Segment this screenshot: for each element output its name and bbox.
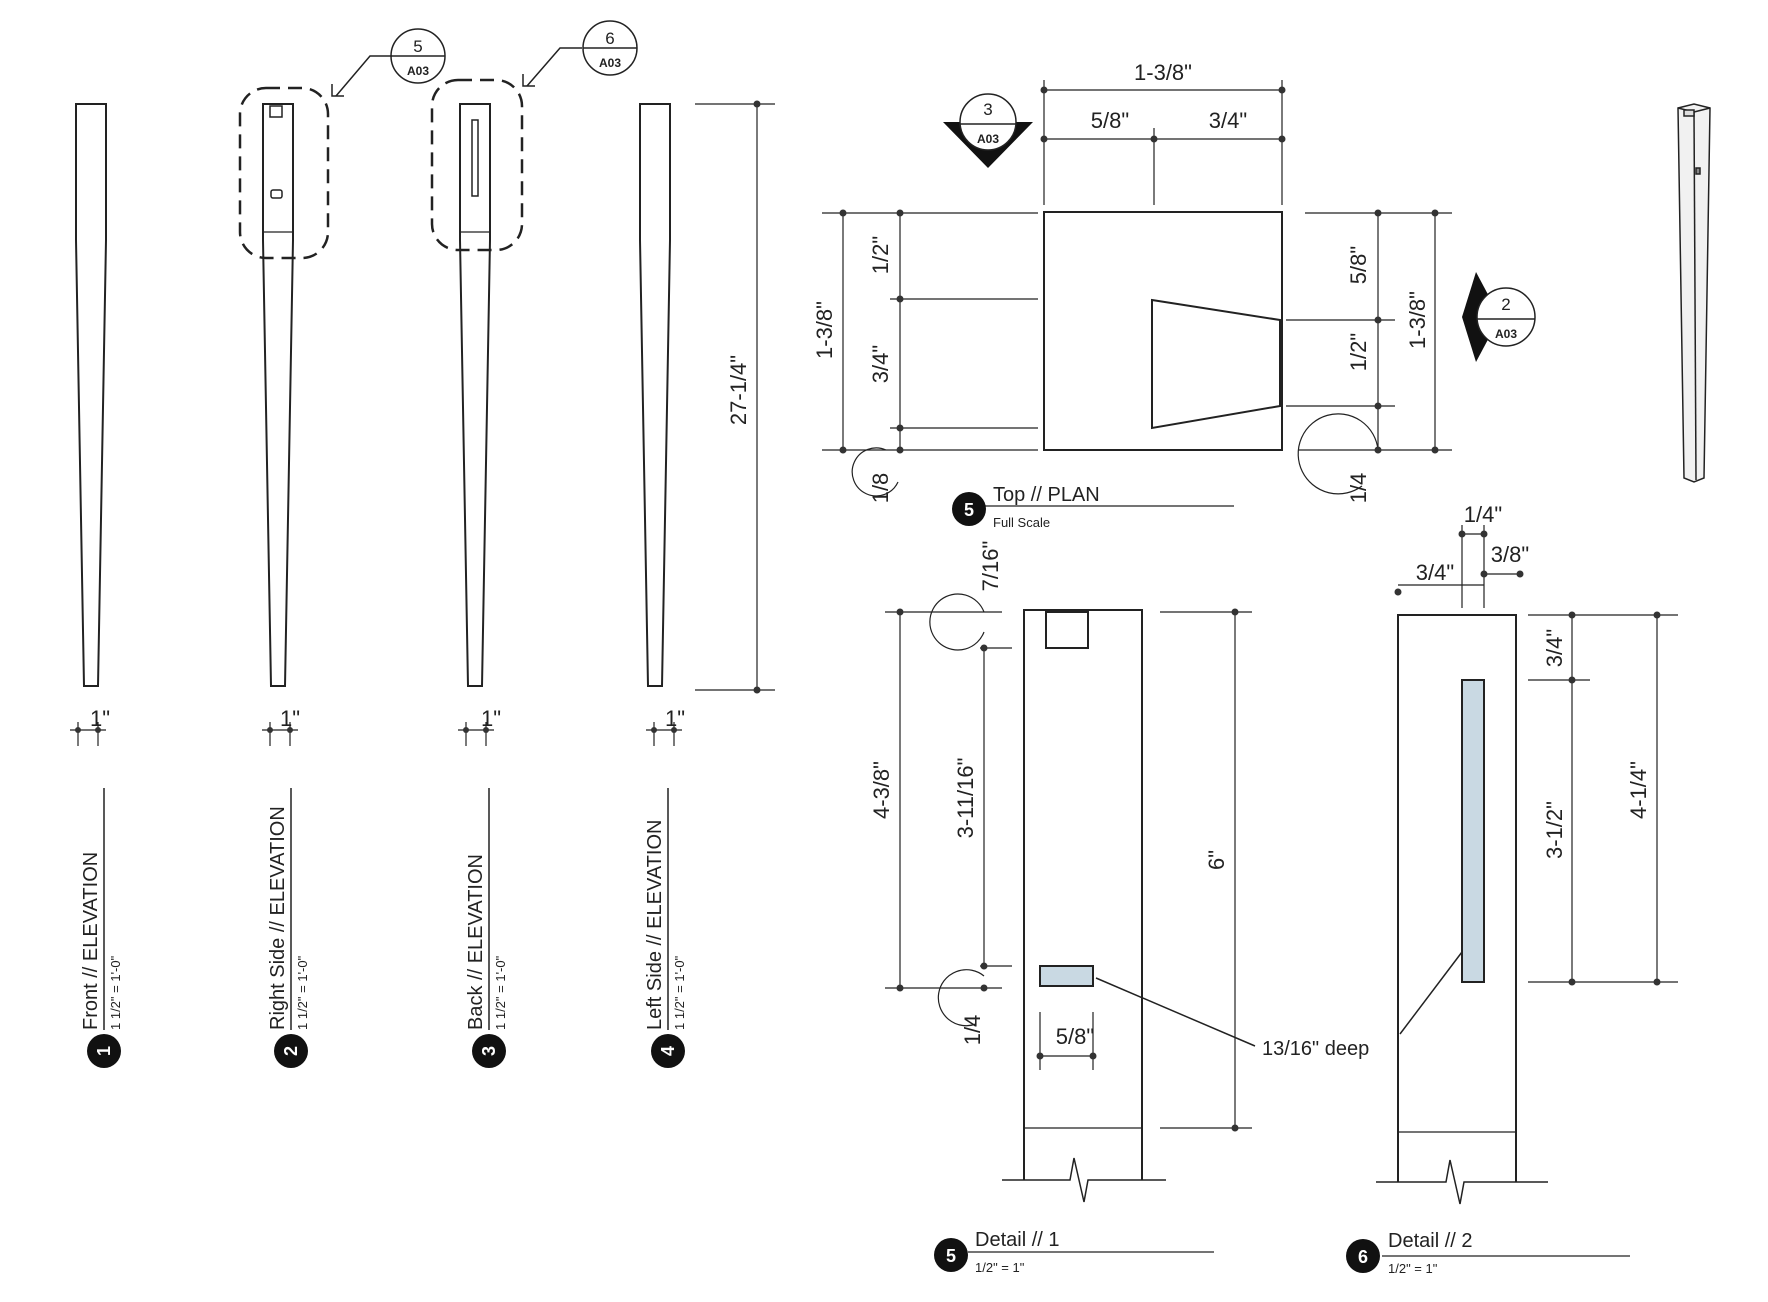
plan-top-right: 3/4" <box>1209 108 1247 133</box>
front-elevation-scale: 1 1/2" = 1'-0" <box>108 955 123 1030</box>
detail2-w1: 1/4" <box>1464 502 1502 527</box>
right-elevation-title: Right Side // ELEVATION <box>267 806 289 1030</box>
elevation-width-dims <box>70 722 682 746</box>
detail1-top: 7/16" <box>978 541 1003 592</box>
left-width-dim: 1" <box>665 706 685 731</box>
callout-bubble-5 <box>390 28 446 84</box>
detail1-title: Detail // 1 <box>975 1229 1059 1251</box>
badge-3: 3 <box>472 1034 506 1068</box>
section-3-sheet: A03 <box>977 132 999 146</box>
svg-text:5: 5 <box>946 1246 956 1266</box>
section-marker-2 <box>1462 272 1536 362</box>
detail-2-dimensions <box>1382 525 1678 1257</box>
detail2-total: 4-1/4" <box>1626 761 1651 819</box>
detail1-height: 6" <box>1204 850 1229 870</box>
plan-right-a: 5/8" <box>1346 246 1371 284</box>
plan-right-total: 1-3/8" <box>1405 291 1430 349</box>
plan-left-c: 1/8 <box>868 473 893 504</box>
callout-bubble-6 <box>582 20 638 76</box>
detail2-title: Detail // 2 <box>1388 1230 1472 1252</box>
left-elevation-title: Left Side // ELEVATION <box>644 820 666 1030</box>
detail-1-drawing <box>1002 609 1166 1203</box>
mortise-depth-note: 13/16" deep <box>1262 1038 1369 1060</box>
badge-4: 4 <box>651 1034 685 1068</box>
detail1-badge: 5 <box>934 1238 968 1272</box>
detail2-w3: 3/4" <box>1416 560 1454 585</box>
right-width-dim: 1" <box>280 706 300 731</box>
detail-5-callout-boundary <box>238 86 330 260</box>
left-elevation-scale: 1 1/2" = 1'-0" <box>672 955 687 1030</box>
plan-top-total: 1-3/8" <box>1134 60 1192 85</box>
detail-6-callout-boundary <box>430 78 524 252</box>
detail-2-drawing <box>1376 614 1548 1205</box>
svg-text:2: 2 <box>281 1046 301 1056</box>
callout-6-sheet: A03 <box>599 56 621 70</box>
svg-text:5: 5 <box>964 500 974 520</box>
svg-text:3: 3 <box>479 1046 499 1056</box>
svg-text:4: 4 <box>658 1046 678 1056</box>
plan-left-a: 1/2" <box>868 236 893 274</box>
badge-1: 1 <box>87 1034 121 1068</box>
plan-top-left: 5/8" <box>1091 108 1129 133</box>
section-marker-3 <box>943 93 1033 168</box>
front-elevation-leg <box>75 103 107 687</box>
plan-title: Top // PLAN <box>993 484 1100 506</box>
leg-height-dim: 27-1/4" <box>726 355 751 425</box>
right-elevation-leg <box>262 103 294 687</box>
back-elevation-title: Back // ELEVATION <box>465 854 487 1030</box>
badge-2: 2 <box>274 1034 308 1068</box>
detail2-top: 3/4" <box>1542 629 1567 667</box>
left-elevation-leg <box>639 103 671 687</box>
detail2-scale: 1/2" = 1" <box>1388 1261 1438 1276</box>
callout-5-number: 5 <box>413 37 422 56</box>
detail1-scale: 1/2" = 1" <box>975 1260 1025 1275</box>
svg-text:6: 6 <box>1358 1247 1368 1267</box>
back-elevation-scale: 1 1/2" = 1'-0" <box>493 955 508 1030</box>
plan-left-b: 3/4" <box>868 345 893 383</box>
plan-right-b: 1/2" <box>1346 333 1371 371</box>
plan-scale: Full Scale <box>993 515 1050 530</box>
detail1-mid: 3-11/16" <box>953 758 978 839</box>
leg-3d-view <box>1677 103 1711 483</box>
detail-1-dimensions <box>885 593 1466 1253</box>
front-width-dim: 1" <box>90 706 110 731</box>
back-elevation-leg <box>459 103 491 687</box>
plan-dimensions <box>822 80 1452 507</box>
back-width-dim: 1" <box>481 706 501 731</box>
plan-left-total: 1-3/8" <box>812 301 837 359</box>
leg-height-dimension <box>695 103 775 691</box>
plan-badge: 5 <box>952 492 986 526</box>
svg-text:1: 1 <box>94 1046 114 1056</box>
front-elevation-title: Front // ELEVATION <box>80 852 102 1030</box>
detail1-width: 5/8" <box>1056 1024 1094 1049</box>
callout-6-number: 6 <box>605 29 614 48</box>
plan-right-c: 1/4 <box>1346 473 1371 504</box>
section-2-number: 2 <box>1501 295 1510 314</box>
detail2-slot: 3-1/2" <box>1542 801 1567 859</box>
callout-5-sheet: A03 <box>407 64 429 78</box>
detail2-badge: 6 <box>1346 1239 1380 1273</box>
right-elevation-scale: 1 1/2" = 1'-0" <box>295 955 310 1030</box>
section-3-number: 3 <box>983 100 992 119</box>
section-2-sheet: A03 <box>1495 327 1517 341</box>
detail1-total-left: 4-3/8" <box>869 761 894 819</box>
detail1-low: 1/4 <box>960 1015 985 1046</box>
top-plan-square <box>1043 211 1283 451</box>
detail2-w2: 3/8" <box>1491 542 1529 567</box>
